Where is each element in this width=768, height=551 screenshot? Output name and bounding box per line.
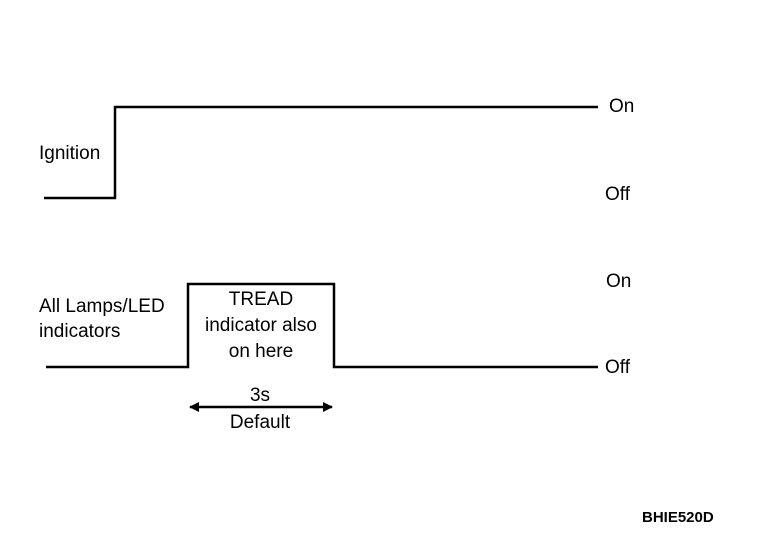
ignition-off-label: Off bbox=[605, 184, 630, 205]
duration-value: 3s bbox=[249, 385, 271, 406]
ignition-on-label: On bbox=[609, 96, 635, 117]
duration-note: Default bbox=[229, 412, 291, 433]
ignition-signal-trace bbox=[44, 105, 598, 200]
ignition-label: Ignition bbox=[39, 143, 101, 164]
lamps-label-line2: indicators bbox=[39, 321, 121, 342]
pulse-text-line3: on here bbox=[228, 341, 294, 362]
lamps-off-label: Off bbox=[605, 357, 630, 378]
pulse-text-line1: TREAD bbox=[228, 289, 294, 310]
lamps-signal-trace bbox=[46, 282, 598, 369]
lamps-label-line1: All Lamps/LED bbox=[39, 296, 165, 317]
pulse-text-line2: indicator also bbox=[205, 315, 317, 336]
lamps-on-label: On bbox=[606, 271, 632, 292]
figure-code: BHIE520D bbox=[642, 509, 714, 526]
